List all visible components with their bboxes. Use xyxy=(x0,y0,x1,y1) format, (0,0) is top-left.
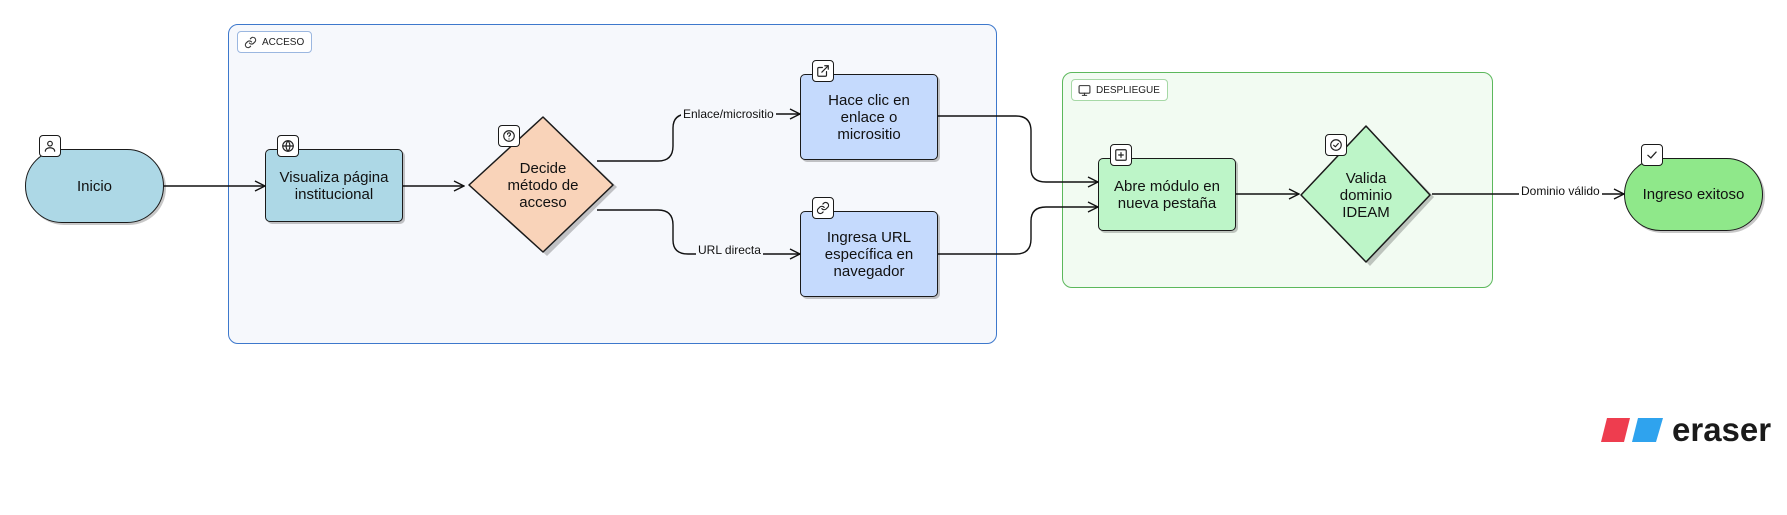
eraser-logo: eraser xyxy=(1600,411,1771,449)
node-ingreso-exitoso[interactable]: Ingreso exitoso xyxy=(1624,158,1763,231)
node-ingresa-url[interactable]: Ingresa URL específica en navegador xyxy=(800,211,938,297)
node-label: Valida dominio IDEAM xyxy=(1339,169,1393,221)
group-tag-label: DESPLIEGUE xyxy=(1096,84,1160,96)
group-tag-label: ACCESO xyxy=(262,36,305,48)
group-tag-acceso: ACCESO xyxy=(237,31,313,53)
node-label: Inicio xyxy=(76,177,113,195)
edge-label-enlace: Enlace/micrositio xyxy=(681,107,776,121)
node-label: Ingreso exitoso xyxy=(1642,186,1745,203)
node-label: Hace clic en enlace o micrositio xyxy=(828,91,910,143)
node-label: Decide método de acceso xyxy=(507,160,579,211)
monitor-icon xyxy=(1078,84,1091,96)
node-valida[interactable]: Valida dominio IDEAM xyxy=(1297,123,1435,267)
external-link-icon xyxy=(812,60,834,82)
edge-label-dominio: Dominio válido xyxy=(1519,184,1602,198)
user-icon xyxy=(39,135,61,157)
eraser-logo-text: eraser xyxy=(1672,411,1772,448)
group-tag-despliegue: DESPLIEGUE xyxy=(1071,79,1168,101)
link-icon xyxy=(244,36,257,48)
edge-label-url: URL directa xyxy=(696,243,763,257)
node-label: Ingresa URL específica en navegador xyxy=(824,228,914,280)
node-visualiza[interactable]: Visualiza página institucional xyxy=(265,149,403,222)
link-icon xyxy=(812,197,834,219)
check-icon xyxy=(1641,144,1663,166)
node-abre-modulo[interactable]: Abre módulo en nueva pestaña xyxy=(1098,158,1236,231)
globe-icon xyxy=(277,135,299,157)
node-decide[interactable]: Decide método de acceso xyxy=(464,114,622,257)
check-circle-icon xyxy=(1325,134,1347,156)
question-icon xyxy=(498,125,520,147)
node-label: Abre módulo en nueva pestaña xyxy=(1114,177,1220,212)
diamond-shape xyxy=(1300,125,1434,266)
eraser-logo-mark xyxy=(1601,418,1663,442)
node-hace-clic[interactable]: Hace clic en enlace o micrositio xyxy=(800,74,938,160)
plus-square-icon xyxy=(1110,144,1132,166)
diamond-shape xyxy=(468,116,617,256)
node-inicio[interactable]: Inicio xyxy=(25,149,164,223)
node-label: Visualiza página institucional xyxy=(279,168,389,203)
